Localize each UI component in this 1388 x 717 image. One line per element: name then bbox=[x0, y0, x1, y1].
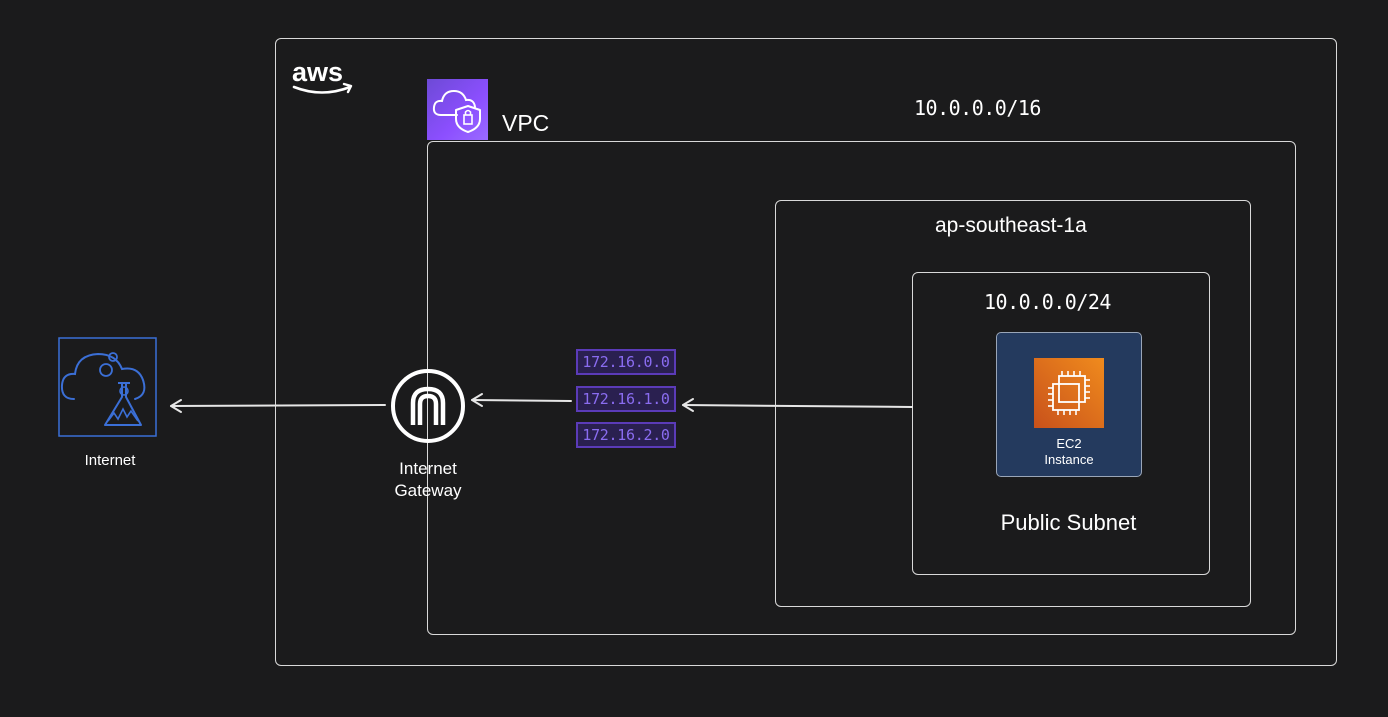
availability-zone-label: ap-southeast-1a bbox=[935, 214, 1087, 237]
arrow-subnet-to-route-table bbox=[682, 404, 913, 408]
internet-gateway-icon[interactable] bbox=[389, 367, 467, 445]
aws-logo-icon: aws bbox=[292, 57, 353, 94]
internet-gateway-label-line2: Gateway bbox=[394, 481, 462, 500]
route-table-entry[interactable]: 172.16.1.0 bbox=[576, 386, 676, 412]
public-subnet-label: Public Subnet bbox=[1000, 510, 1137, 535]
arrowhead-igw bbox=[471, 393, 483, 407]
route-table-entry[interactable]: 172.16.2.0 bbox=[576, 422, 676, 448]
arrow-route-table-to-igw bbox=[471, 399, 572, 402]
subnet-cidr-label: 10.0.0.0/24 bbox=[984, 290, 1111, 314]
internet-label: Internet bbox=[84, 452, 136, 469]
ec2-label-line2: Instance bbox=[1044, 452, 1094, 467]
arrow-igw-to-internet bbox=[170, 404, 386, 407]
aws-logo-text: aws bbox=[292, 57, 343, 87]
availability-zone-group bbox=[775, 200, 1251, 607]
arrowhead-internet bbox=[170, 399, 182, 413]
internet-gateway-label-line1: Internet bbox=[399, 459, 457, 478]
route-table-entry[interactable]: 172.16.0.0 bbox=[576, 349, 676, 375]
vpc-cidr-label: 10.0.0.0/16 bbox=[914, 96, 1041, 120]
public-subnet-group bbox=[912, 272, 1210, 575]
vpc-cloud-shield-icon bbox=[427, 79, 488, 140]
arrowhead-route-table bbox=[682, 398, 694, 412]
vpc-label: VPC bbox=[502, 110, 550, 136]
cloud-flask-icon[interactable] bbox=[58, 337, 157, 437]
ec2-chip-icon bbox=[1034, 358, 1104, 428]
ec2-label-line1: EC2 bbox=[1056, 436, 1082, 451]
aws-cloud-group bbox=[275, 38, 1337, 666]
